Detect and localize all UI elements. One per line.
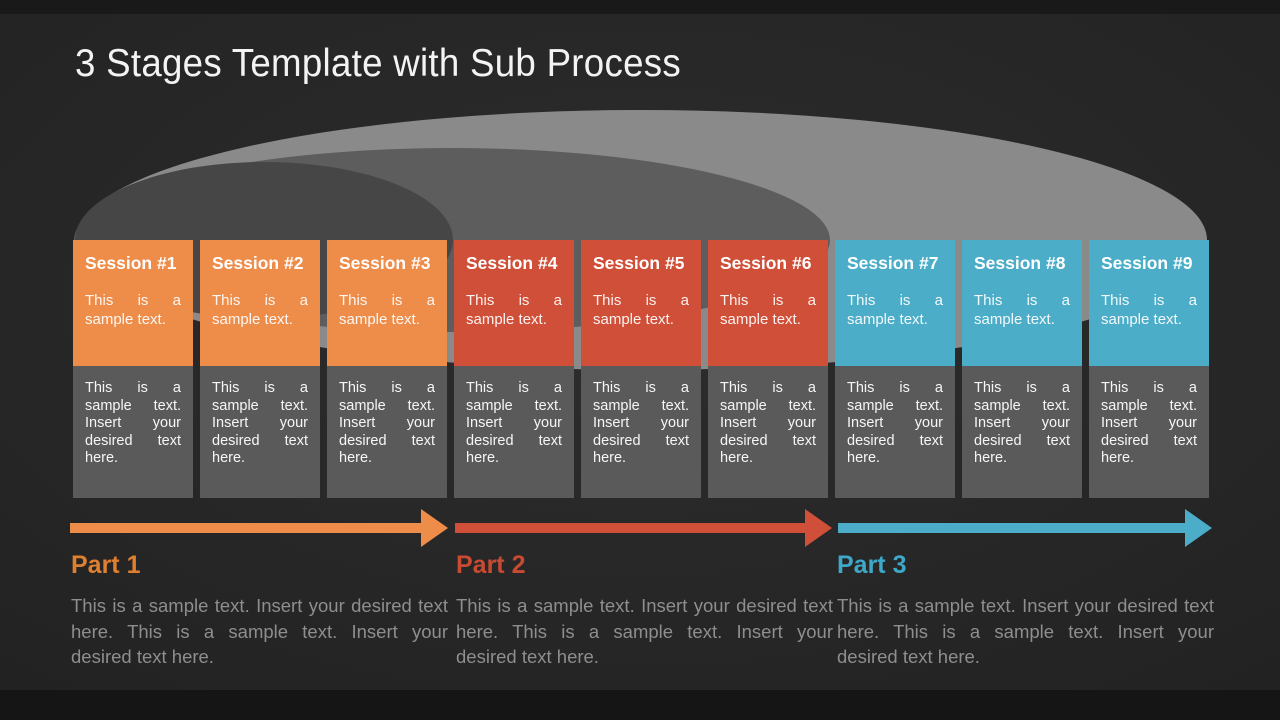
session-card-7: Session #7 This is a sample text. This i… — [835, 240, 955, 498]
session-card-9: Session #9 This is a sample text. This i… — [1089, 240, 1209, 498]
arrow-head-icon — [805, 509, 832, 547]
part-description: This is a sample text. Insert your desir… — [71, 595, 448, 667]
session-card-5: Session #5 This is a sample text. This i… — [581, 240, 701, 498]
session-header: Session #6 This is a sample text. — [708, 240, 828, 366]
session-text: This is a sample text. — [1101, 292, 1197, 328]
part-description: This is a sample text. Insert your desir… — [837, 595, 1214, 667]
session-title: Session #6 — [720, 253, 812, 273]
session-header: Session #7 This is a sample text. — [835, 240, 955, 366]
session-title: Session #2 — [212, 253, 304, 273]
arrow-shaft — [455, 523, 805, 533]
session-subprocess-text: This is a sample text. Insert your desir… — [73, 366, 193, 498]
session-title: Session #8 — [974, 253, 1066, 273]
session-text: This is a sample text. — [85, 292, 181, 328]
arrow-shaft — [838, 523, 1185, 533]
session-card-4: Session #4 This is a sample text. This i… — [454, 240, 574, 498]
stage-part-1: Part 1 This is a sample text. Insert you… — [71, 551, 448, 670]
session-subprocess-text: This is a sample text. Insert your desir… — [708, 366, 828, 498]
session-card-1: Session #1 This is a sample text. This i… — [73, 240, 193, 498]
session-title: Session #3 — [339, 253, 431, 273]
session-title: Session #1 — [85, 253, 177, 273]
session-text: This is a sample text. — [720, 292, 816, 328]
session-header: Session #5 This is a sample text. — [581, 240, 701, 366]
session-header: Session #1 This is a sample text. — [73, 240, 193, 366]
session-title: Session #5 — [593, 253, 685, 273]
session-subprocess-text: This is a sample text. Insert your desir… — [200, 366, 320, 498]
session-text: This is a sample text. — [593, 292, 689, 328]
session-text: This is a sample text. — [974, 292, 1070, 328]
session-title: Session #4 — [466, 253, 558, 273]
session-header: Session #2 This is a sample text. — [200, 240, 320, 366]
part-title: Part 3 — [837, 551, 907, 579]
session-title: Session #9 — [1101, 253, 1193, 273]
session-text: This is a sample text. — [466, 292, 562, 328]
session-card-2: Session #2 This is a sample text. This i… — [200, 240, 320, 498]
session-subprocess-text: This is a sample text. Insert your desir… — [581, 366, 701, 498]
session-card-8: Session #8 This is a sample text. This i… — [962, 240, 1082, 498]
part-title: Part 2 — [456, 551, 526, 579]
part-description: This is a sample text. Insert your desir… — [456, 595, 833, 667]
session-title: Session #7 — [847, 253, 939, 273]
session-header: Session #8 This is a sample text. — [962, 240, 1082, 366]
session-cards-row: Session #1 This is a sample text. This i… — [73, 240, 1209, 498]
session-subprocess-text: This is a sample text. Insert your desir… — [327, 366, 447, 498]
session-subprocess-text: This is a sample text. Insert your desir… — [1089, 366, 1209, 498]
session-subprocess-text: This is a sample text. Insert your desir… — [962, 366, 1082, 498]
session-header: Session #4 This is a sample text. — [454, 240, 574, 366]
session-header: Session #9 This is a sample text. — [1089, 240, 1209, 366]
session-text: This is a sample text. — [847, 292, 943, 328]
slide-title: 3 Stages Template with Sub Process — [75, 42, 681, 85]
part-title: Part 1 — [71, 551, 141, 579]
bottom-frame-band — [0, 690, 1280, 720]
session-text: This is a sample text. — [212, 292, 308, 328]
arrow-head-icon — [421, 509, 448, 547]
top-frame-band — [0, 0, 1280, 14]
session-text: This is a sample text. — [339, 292, 435, 328]
arrow-head-icon — [1185, 509, 1212, 547]
stage-part-2: Part 2 This is a sample text. Insert you… — [456, 551, 833, 670]
arrow-shaft — [70, 523, 421, 533]
session-card-3: Session #3 This is a sample text. This i… — [327, 240, 447, 498]
session-card-6: Session #6 This is a sample text. This i… — [708, 240, 828, 498]
session-header: Session #3 This is a sample text. — [327, 240, 447, 366]
stage-part-3: Part 3 This is a sample text. Insert you… — [837, 551, 1214, 670]
session-subprocess-text: This is a sample text. Insert your desir… — [835, 366, 955, 498]
session-subprocess-text: This is a sample text. Insert your desir… — [454, 366, 574, 498]
